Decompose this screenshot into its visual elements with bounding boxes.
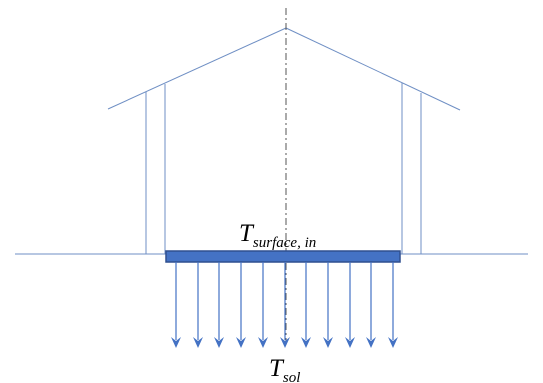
heat-arrow-head [366,337,376,348]
surface-temperature-symbol: T [239,220,255,247]
heat-arrow-head [280,337,290,348]
surface-temperature-subscript: surface, in [253,235,316,251]
heat-arrow-head [236,337,246,348]
soil-temperature-symbol: T [269,355,285,382]
heat-arrow-head [214,337,224,348]
heat-arrow-head [388,337,398,348]
floor-slab [165,250,401,263]
soil-temperature-label: Tsol [269,355,300,383]
heat-arrow-head [345,337,355,348]
heat-arrow-head [193,337,203,348]
heat-arrow-head [323,337,333,348]
surface-temperature-label: Tsurface, in [239,220,316,251]
heat-arrow-head [258,337,268,348]
heat-arrow-head [171,337,181,348]
heat-flow-arrows [171,262,398,348]
roof-right [285,27,461,111]
heat-arrow-head [301,337,311,348]
soil-temperature-subscript: sol [283,370,301,383]
roof-left [107,27,287,110]
